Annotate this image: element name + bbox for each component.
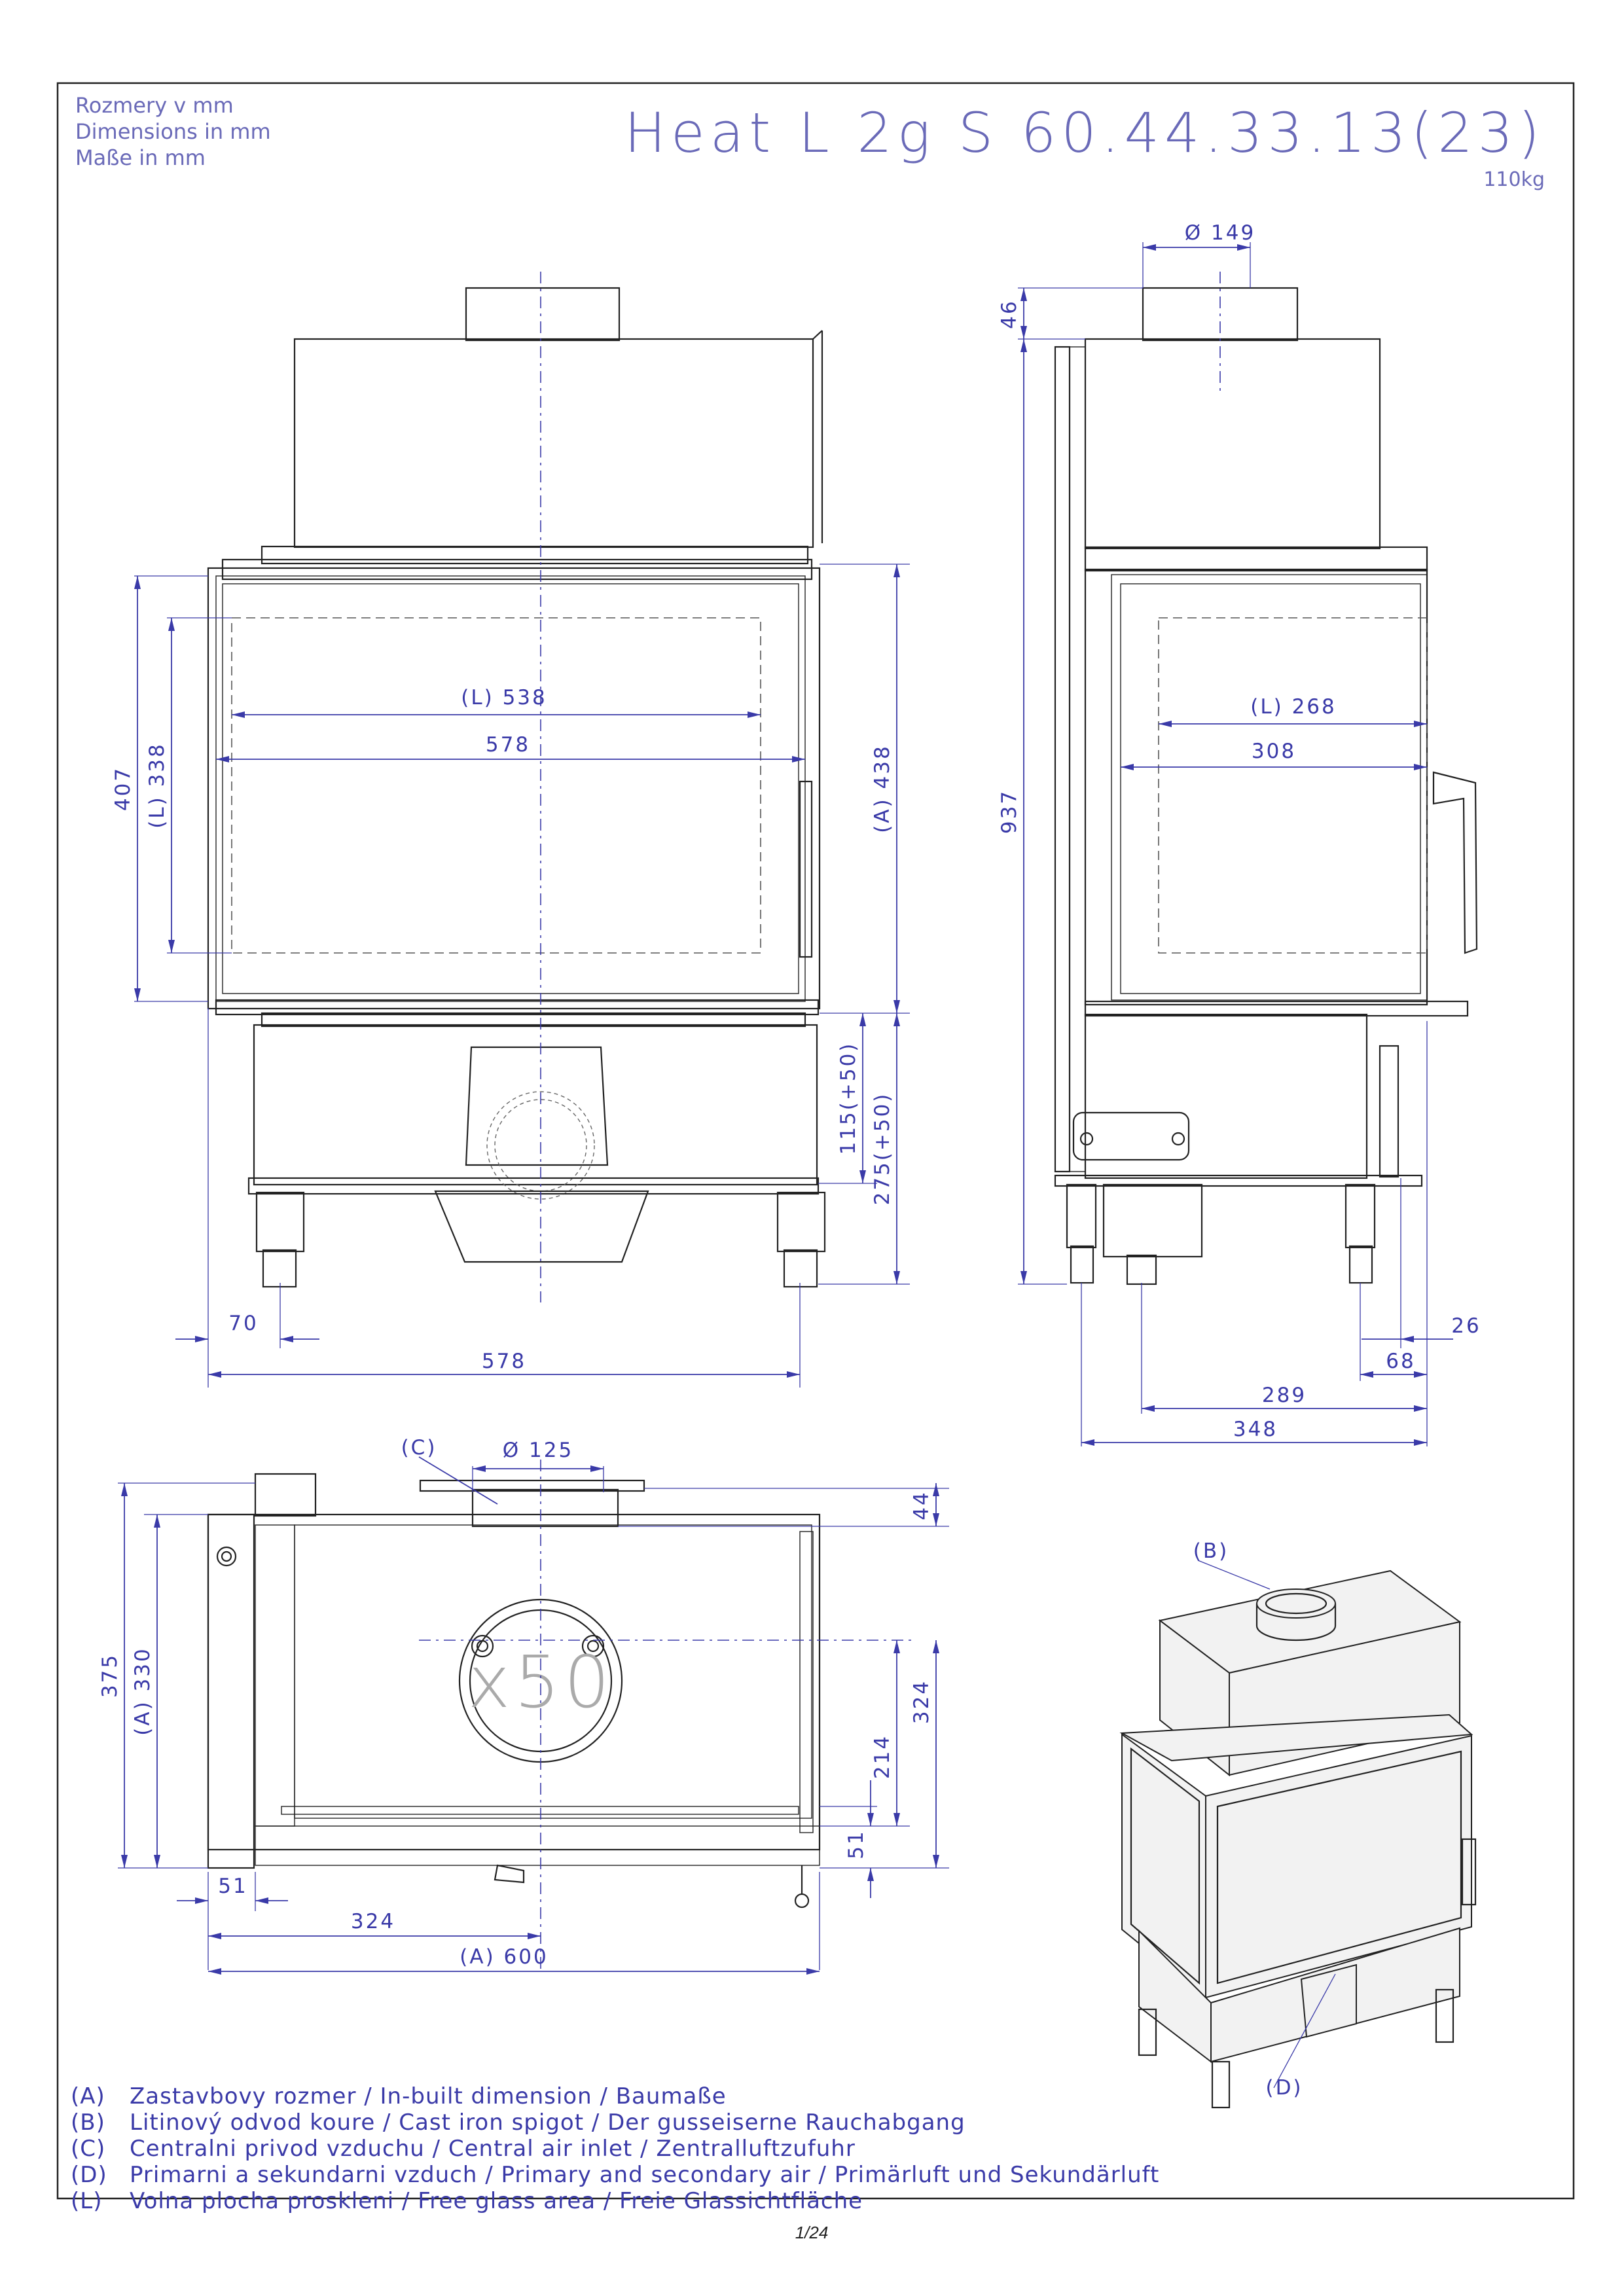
front-dim-bottom-a: 115(+50): [837, 1042, 860, 1155]
top-dim-inlet-diameter: Ø 125: [503, 1439, 573, 1462]
legend-key-d: (D): [71, 2162, 107, 2188]
sheet-frame: [56, 82, 1575, 2200]
side-dim-depth-a: 289: [1262, 1384, 1307, 1407]
legend-key-c: (C): [71, 2136, 105, 2162]
weight-label: 110kg: [1483, 168, 1545, 191]
side-dim-inner-width: 308: [1252, 740, 1296, 763]
side-dim-foot-b: 68: [1386, 1350, 1415, 1373]
header: Rozmery v mm Dimensions in mm Maße in mm…: [75, 93, 1545, 191]
legend-text-b: Litinový odvod koure / Cast iron spigot …: [130, 2109, 965, 2136]
page-number: 1/24: [795, 2223, 829, 2242]
side-body: [1084, 568, 1428, 1006]
legend-text-l: Volna plocha proskleni / Free glass area…: [130, 2188, 863, 2214]
front-dim-inner-width: 578: [486, 733, 530, 757]
side-dim-glass-width: (L) 268: [1250, 695, 1336, 719]
front-door-frame: [207, 567, 821, 1010]
legend-key-b: (B): [71, 2109, 105, 2136]
top-air-flange: [419, 1479, 645, 1492]
model-title: Heat L 2g S 60.44.33.13(23): [624, 101, 1545, 165]
legend: (A) Zastavbovy rozmer / In-built dimensi…: [71, 2083, 1159, 2214]
top-dim-inlet-offset: 44: [910, 1490, 933, 1520]
iso-label-air: (D): [1265, 2076, 1303, 2100]
side-leg-front: [1066, 1183, 1097, 1249]
front-view: (L) 538 578 407 (L) 338 (A) 438 115(+50)…: [111, 272, 910, 1388]
front-ash-funnel: [434, 1190, 649, 1263]
top-dim-left-offset: 51: [218, 1874, 247, 1898]
front-air-box: [465, 1046, 609, 1166]
front-hood: [293, 338, 814, 548]
side-dim-spigot-height: 46: [998, 299, 1021, 329]
front-leg-left: [255, 1191, 305, 1253]
front-spigot: [465, 287, 621, 342]
side-dim-total-height: 937: [998, 789, 1021, 834]
top-dim-depth-builtin: (A) 330: [131, 1647, 154, 1735]
side-glass-area: [1158, 617, 1428, 954]
front-dim-leg-offset: 70: [228, 1312, 258, 1335]
front-dim-bottom-b: 275(+50): [871, 1092, 894, 1206]
front-dim-builtin-height: (A) 438: [871, 744, 894, 833]
units-line-en: Dimensions in mm: [75, 119, 271, 144]
side-lower-chamber: [1084, 1013, 1368, 1179]
top-view: x50 (C) Ø 125: [98, 1436, 949, 1975]
front-dim-glass-height: (L) 338: [145, 742, 169, 828]
legend-text-c: Centralni privod vzduchu / Central air i…: [130, 2136, 856, 2162]
top-dim-builtin-width: (A) 600: [460, 1945, 548, 1969]
top-dim-center-width: 324: [351, 1910, 395, 1933]
top-spigot-mark: x50: [467, 1640, 613, 1724]
front-leg-right: [776, 1191, 826, 1253]
front-dim-base-width: 578: [482, 1350, 526, 1373]
top-dim-front-offset: 51: [844, 1829, 868, 1859]
top-dim-center-depth: 324: [910, 1679, 933, 1724]
top-dim-depth-total: 375: [98, 1653, 122, 1698]
front-dim-total-height: 407: [111, 766, 135, 811]
side-air-plate: [1072, 1111, 1190, 1161]
front-glass-area: [231, 617, 761, 954]
legend-key-l: (L): [71, 2188, 102, 2214]
units-line-cz: Rozmery v mm: [75, 93, 234, 118]
front-lower-chamber: [253, 1024, 818, 1186]
units-line-de: Maße in mm: [75, 145, 206, 170]
side-hood: [1084, 338, 1381, 550]
front-dim-glass-width: (L) 538: [461, 686, 547, 709]
front-top-rail: [261, 545, 809, 565]
side-air-inlet: [1102, 1183, 1203, 1258]
side-dim-spigot-diameter: Ø 149: [1185, 221, 1255, 245]
side-view: Ø 149 46 937 (L) 268 308 26 68 289 348: [998, 221, 1481, 1446]
side-handle: [1432, 771, 1478, 954]
top-label-inlet: (C): [401, 1436, 437, 1460]
iso-label-spigot: (B): [1193, 1539, 1229, 1563]
legend-text-a: Zastavbovy rozmer / In-built dimension /…: [130, 2083, 727, 2109]
top-dim-center-b: 214: [871, 1734, 894, 1779]
side-leg-rear: [1344, 1183, 1376, 1249]
legend-text-d: Primarni a sekundarni vzduch / Primary a…: [130, 2162, 1159, 2188]
front-door-handle: [799, 780, 813, 958]
legend-key-a: (A): [71, 2083, 105, 2109]
side-dim-depth-b: 348: [1233, 1418, 1278, 1441]
side-dim-foot-a: 26: [1451, 1314, 1481, 1338]
iso-view: (B) (D): [1119, 1539, 1477, 2109]
